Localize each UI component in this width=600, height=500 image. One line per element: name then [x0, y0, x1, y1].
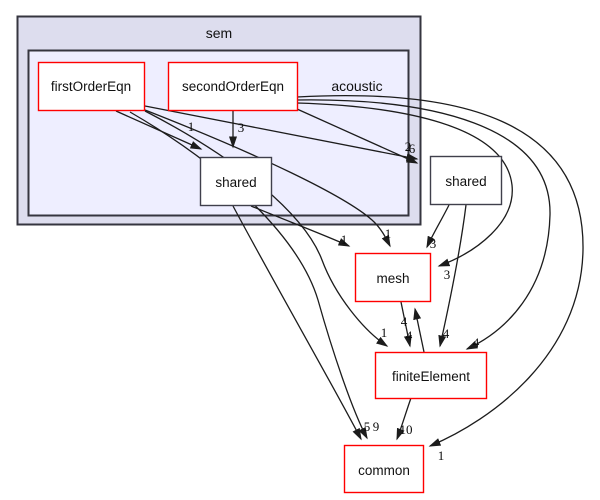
edge-count: 4 [401, 314, 408, 329]
node-secondOrderEqn-label[interactable]: secondOrderEqn [182, 79, 284, 94]
node-firstOrderEqn[interactable]: firstOrderEqn [37, 61, 146, 112]
node-shared-sem-label[interactable]: shared [445, 174, 486, 189]
node-shared-acoustic-box[interactable] [199, 156, 273, 207]
edge-secondOrderEqn-mesh [296, 102, 513, 267]
edge-count: 9 [373, 419, 380, 434]
edge-sharedAcoustic-mesh [250, 205, 351, 247]
edge-sharedAcoustic-common [232, 205, 362, 441]
node-finiteElement-box[interactable] [374, 351, 488, 400]
edge-finiteElement-common [396, 397, 412, 441]
node-shared-sem-box[interactable] [429, 155, 503, 206]
cluster-acoustic-label[interactable]: acoustic [331, 78, 382, 94]
node-common[interactable]: common [343, 444, 425, 494]
edge-count: 5 [364, 419, 371, 434]
edge-count: 3 [238, 120, 245, 135]
edge-count: 1 [188, 119, 195, 134]
edge-firstOrderEqn-mesh [144, 109, 391, 248]
cluster-sem-label[interactable]: sem [206, 25, 232, 41]
edge-count: 2 [405, 139, 412, 154]
node-common-label[interactable]: common [358, 463, 410, 478]
edge-count: 1 [381, 325, 388, 340]
node-shared-acoustic-label[interactable]: shared [215, 175, 256, 190]
node-secondOrderEqn[interactable]: secondOrderEqn [167, 61, 299, 112]
edge-count: 4 [473, 335, 480, 350]
edge-count: 1 [341, 232, 348, 247]
node-finiteElement[interactable]: finiteElement [374, 351, 488, 400]
edge-sharedSem-finiteElement [438, 204, 467, 348]
edge-count: 4 [443, 326, 450, 341]
edge-labels: 1 3 2 6 1 1 3 3 1 4 4 4 4 5 9 10 1 [188, 119, 480, 463]
node-shared-acoustic[interactable]: shared [199, 156, 273, 207]
node-firstOrderEqn-box[interactable] [37, 61, 146, 112]
edge-firstOrderEqn-finiteElement [144, 110, 389, 347]
node-mesh-label[interactable]: mesh [376, 271, 409, 286]
edge-secondOrderEqn-finiteElement [296, 99, 551, 350]
node-mesh-box[interactable] [354, 252, 432, 303]
edge-finiteElement-mesh [413, 307, 425, 353]
node-shared-sem[interactable]: shared [429, 155, 503, 206]
edge-count: 1 [438, 448, 445, 463]
node-finiteElement-label[interactable]: finiteElement [392, 369, 470, 384]
edge-count: 3 [444, 267, 451, 282]
edge-count: 10 [400, 422, 413, 437]
node-firstOrderEqn-label[interactable]: firstOrderEqn [51, 79, 131, 94]
edge-secondOrderEqn-sharedSem [296, 108, 419, 164]
edge-sharedSem-mesh [426, 204, 450, 249]
edge-count: 6 [409, 141, 416, 156]
edge-count: 3 [430, 236, 437, 251]
node-common-box[interactable] [343, 444, 425, 494]
edge-count: 1 [385, 226, 392, 241]
edge-secondOrderEqn-common [296, 94, 584, 447]
edge-firstOrderEqn-sharedSem [144, 105, 419, 161]
node-secondOrderEqn-box[interactable] [167, 61, 299, 112]
node-mesh[interactable]: mesh [354, 252, 432, 303]
edge-count: 4 [406, 328, 413, 343]
edge-mesh-finiteElement [400, 301, 412, 348]
